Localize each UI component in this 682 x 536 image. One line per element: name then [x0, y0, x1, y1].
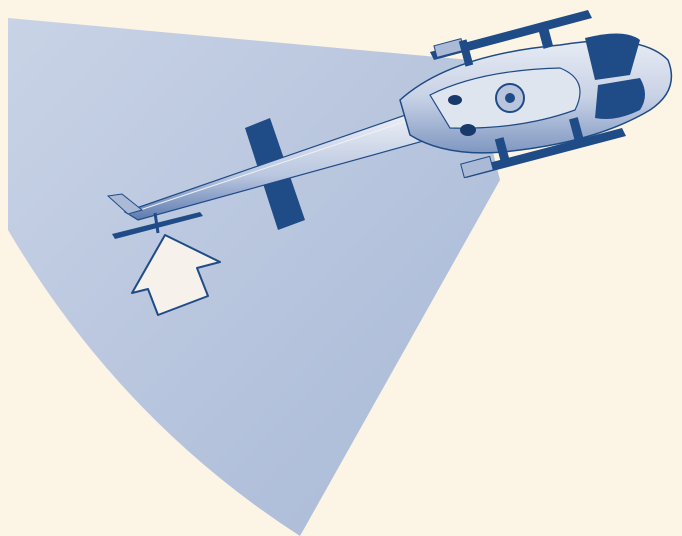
- pointer-arrow: [131, 234, 221, 316]
- cockpit-window-lower: [595, 78, 645, 119]
- landing-skids: [430, 10, 626, 179]
- cockpit-window-upper: [585, 33, 640, 80]
- tail-rotor: [112, 212, 203, 239]
- fuselage: [399, 33, 673, 154]
- tail-fin: [106, 193, 144, 215]
